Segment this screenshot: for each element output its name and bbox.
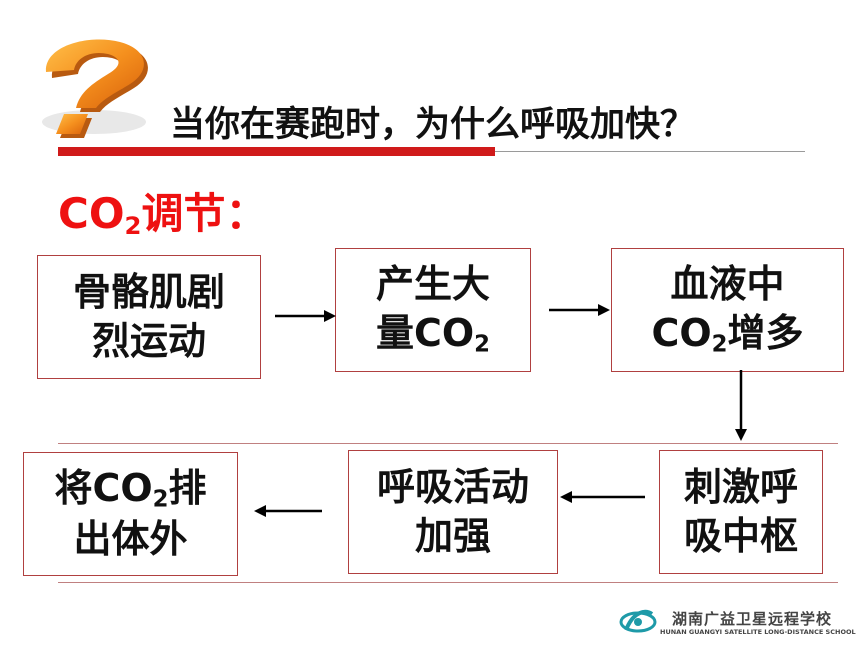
node-text-line2: CO2增多: [651, 309, 803, 360]
node-muscle-activity: 骨骼肌剧烈运动: [37, 255, 261, 379]
node-text: CO: [651, 310, 712, 355]
arrowhead: [324, 310, 336, 322]
arrowhead: [735, 429, 747, 441]
divider-line: [58, 443, 838, 444]
node-text: 排: [168, 466, 207, 511]
node-subscript: 2: [711, 331, 728, 358]
node-exhale-co2: 将CO2排出体外: [23, 452, 238, 576]
node-text: 骨骼肌剧: [72, 270, 225, 315]
title-underline-line: [495, 151, 805, 152]
node-text-line1: 将CO2排: [54, 464, 206, 515]
node-text: 呼吸活动: [376, 465, 529, 510]
node-text: 出体外: [73, 517, 188, 562]
node-text: 刺激呼: [683, 465, 798, 510]
school-name-english: HUNAN GUANGYI SATELLITE LONG-DISTANCE SC…: [660, 628, 856, 636]
divider-line: [58, 582, 838, 583]
arrowhead: [254, 505, 266, 517]
node-stimulate-center: 刺激呼吸中枢: [659, 450, 823, 574]
title-underline-bar: [58, 147, 495, 156]
node-text: 产生大: [375, 262, 490, 307]
school-name: 湖南广益卫星远程学校: [672, 610, 833, 628]
heading-co: CO: [58, 189, 125, 238]
node-text-line2: 量CO2: [376, 309, 490, 360]
heading-suffix: 调节：: [141, 189, 268, 238]
node-subscript: 2: [474, 331, 491, 358]
node-text: 加强: [414, 514, 491, 558]
node-text: 增多: [727, 310, 804, 355]
node-subscript: 2: [152, 486, 169, 513]
heading-subscript: 2: [124, 211, 142, 241]
arrowhead: [598, 304, 610, 316]
slide-title: 当你在赛跑时，为什么呼吸加快？: [170, 105, 696, 145]
node-text: 量CO: [375, 310, 475, 355]
school-logo-icon: [619, 610, 657, 633]
node-text: 将CO: [54, 466, 153, 511]
node-produce-co2: 产生大量CO2: [335, 248, 531, 372]
question-mark-icon: [42, 39, 148, 138]
node-text: 血液中: [670, 262, 785, 307]
arrowhead: [560, 491, 572, 503]
node-breathing-stronger: 呼吸活动加强: [348, 450, 558, 574]
section-heading: CO2调节：: [58, 180, 268, 241]
node-text: 烈运动: [91, 319, 206, 363]
node-text: 吸中枢: [683, 514, 798, 558]
